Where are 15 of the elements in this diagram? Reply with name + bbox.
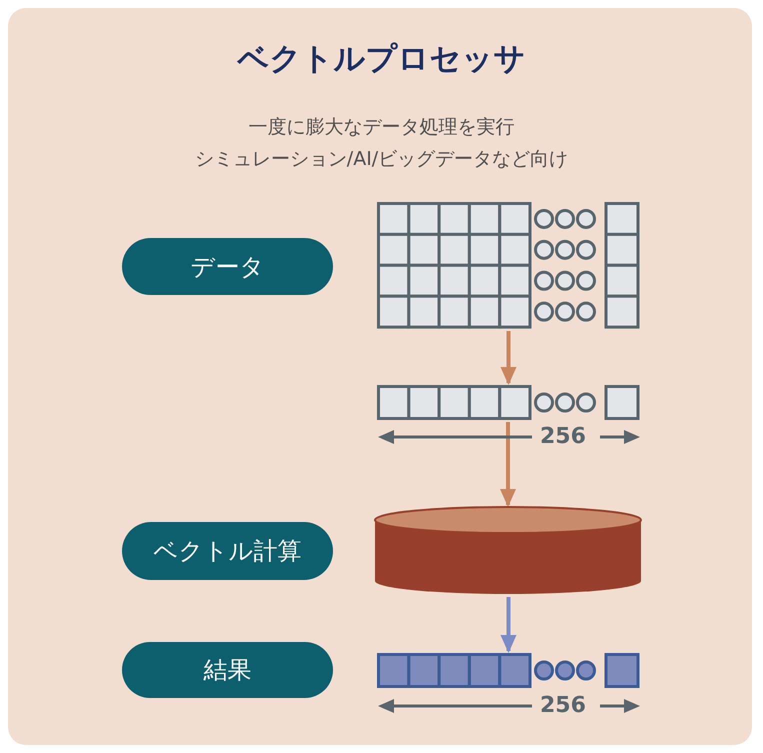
arrow (500, 331, 516, 385)
title: ベクトルプロセッサ (236, 40, 526, 79)
label-pill: 結果 (122, 642, 333, 698)
subtitle: 一度に膨大なデータ処理を実行 (248, 115, 516, 140)
data-grid (377, 202, 640, 329)
cylinder (374, 505, 642, 595)
label-pill: データ (122, 238, 333, 295)
subtitle: シミュレーション/AI/ビッグデータなど向け (194, 147, 570, 172)
arrow (500, 597, 516, 653)
dimension-label: 256 (540, 424, 586, 449)
label-pill: ベクトル計算 (122, 522, 333, 580)
dimension-label: 256 (540, 693, 586, 718)
vector-bar (377, 385, 640, 420)
arrow (500, 422, 516, 507)
vector-bar (377, 653, 640, 688)
